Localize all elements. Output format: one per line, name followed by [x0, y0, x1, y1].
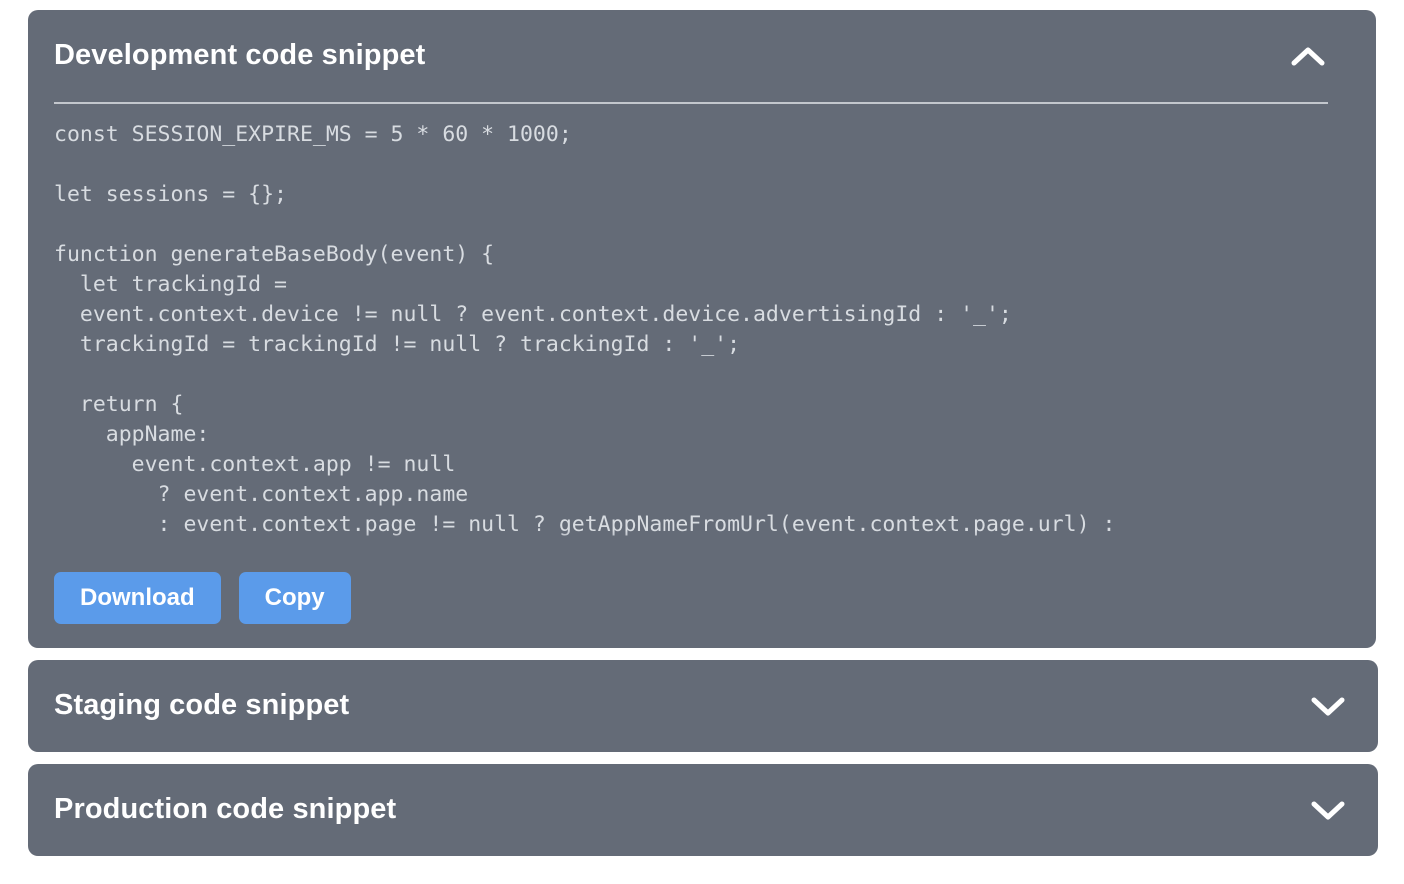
panel-title-production: Production code snippet	[54, 793, 397, 826]
code-actions: Download Copy	[28, 556, 1352, 648]
chevron-up-icon[interactable]	[1286, 34, 1330, 78]
chevron-down-icon[interactable]	[1306, 788, 1350, 832]
panel-title-development: Development code snippet	[54, 39, 426, 72]
panel-title-staging: Staging code snippet	[54, 689, 350, 722]
header-divider	[54, 102, 1328, 104]
accordion-panel-development: Development code snippet const SESSION_E…	[28, 10, 1376, 648]
code-scroll-container[interactable]: const SESSION_EXPIRE_MS = 5 * 60 * 1000;…	[28, 104, 1352, 556]
accordion-header-development[interactable]: Development code snippet	[28, 10, 1352, 102]
copy-button[interactable]: Copy	[238, 572, 351, 624]
accordion-panel-production[interactable]: Production code snippet	[28, 764, 1378, 856]
code-viewport: const SESSION_EXPIRE_MS = 5 * 60 * 1000;…	[28, 104, 1352, 557]
accordion-header-staging[interactable]: Staging code snippet	[28, 660, 1378, 752]
accordion-panel-staging[interactable]: Staging code snippet	[28, 660, 1378, 752]
code-block-development: const SESSION_EXPIRE_MS = 5 * 60 * 1000;…	[54, 122, 1116, 537]
download-button[interactable]: Download	[54, 572, 221, 624]
accordion-header-production[interactable]: Production code snippet	[28, 764, 1378, 856]
chevron-down-icon[interactable]	[1306, 684, 1350, 728]
